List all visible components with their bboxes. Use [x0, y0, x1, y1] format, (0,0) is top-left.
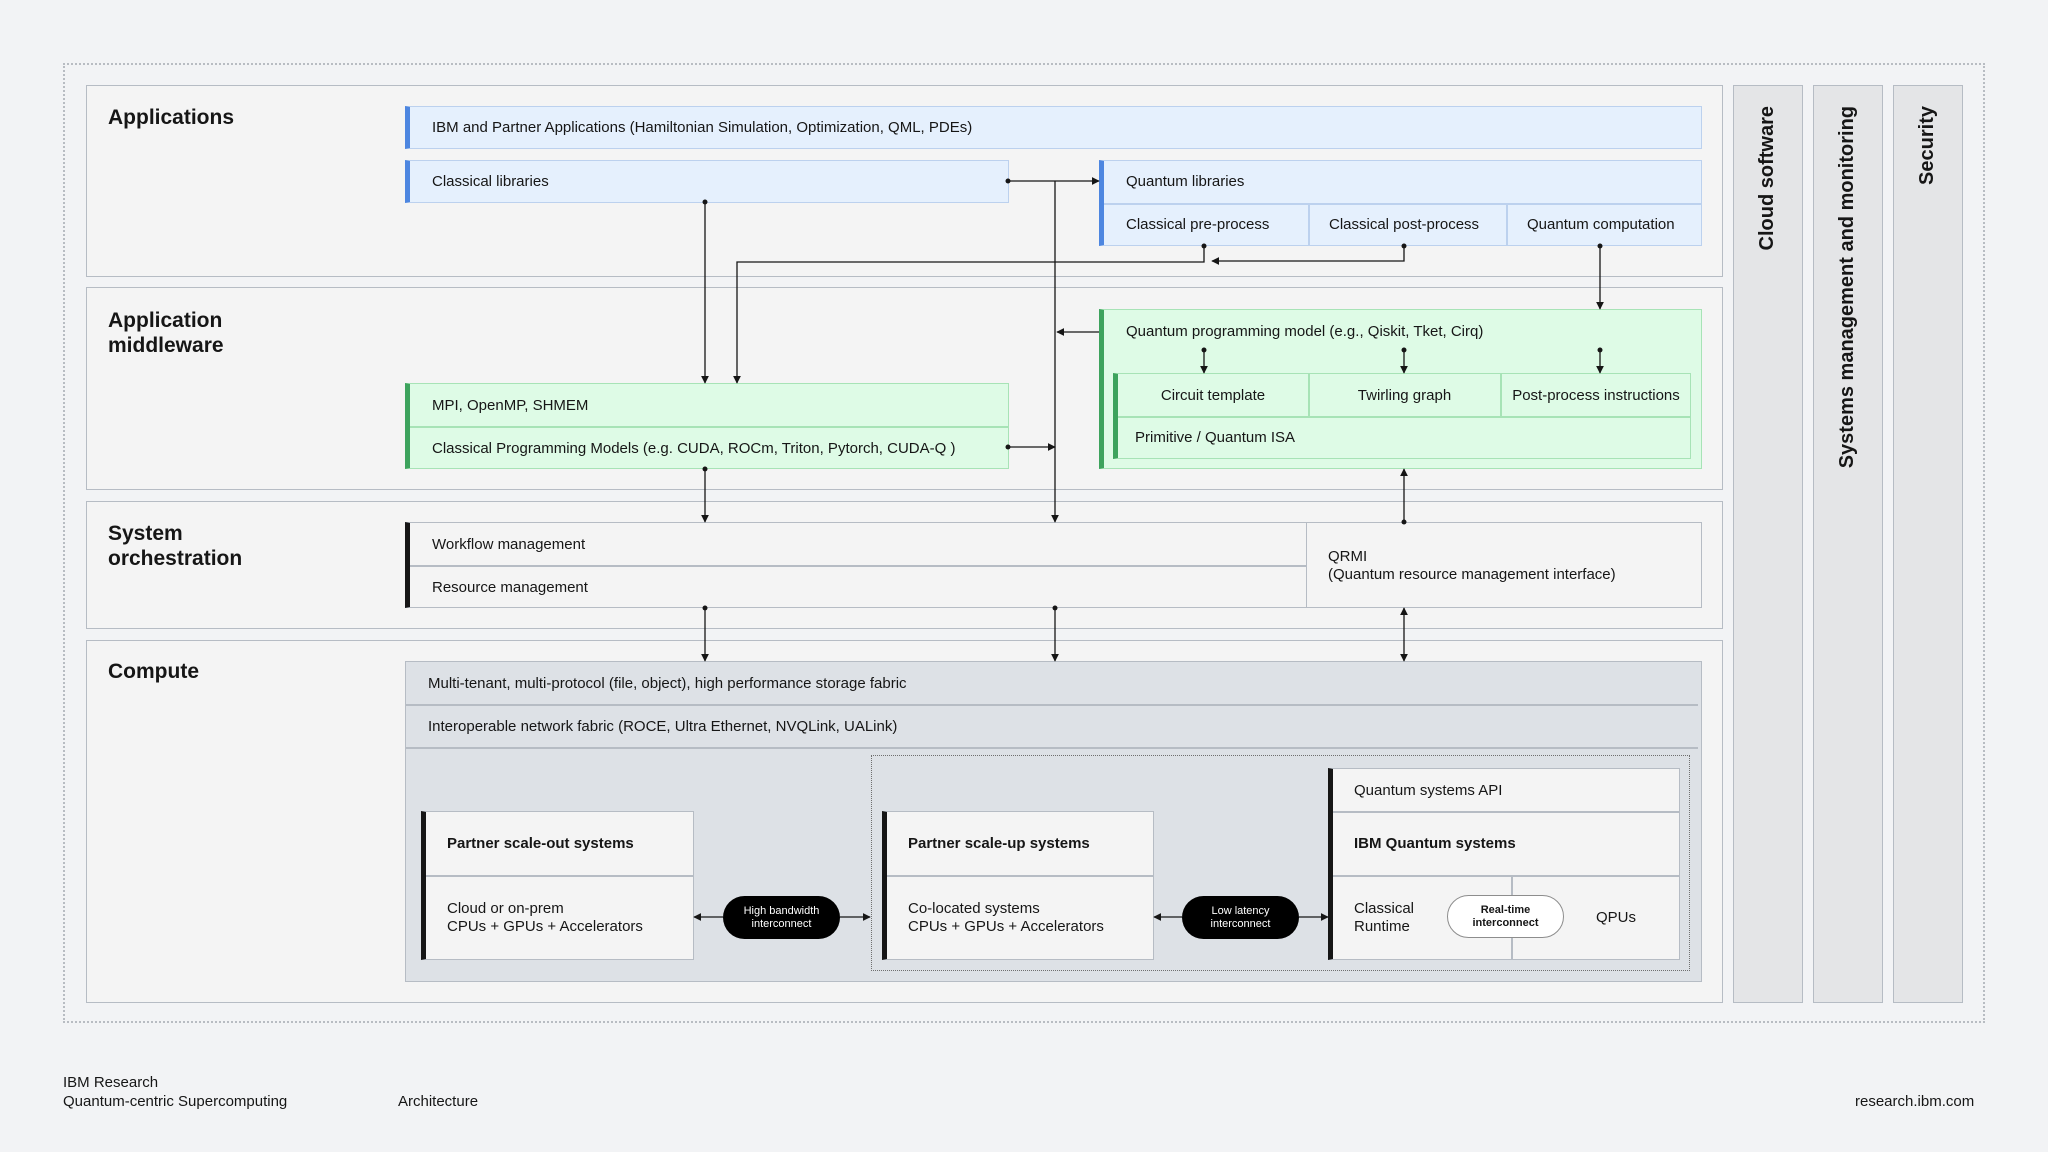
network-fabric-label: Interoperable network fabric (ROCE, Ultr…	[428, 718, 898, 735]
partner-scale-out-title: Partner scale-out systems	[447, 835, 634, 852]
circuit-template-label: Circuit template	[1160, 387, 1266, 404]
workflow-divider	[410, 565, 1308, 567]
scale-up-line-2: CPUs + GPUs + Accelerators	[908, 918, 1104, 935]
scale-up-divider	[887, 875, 1154, 877]
real-time-line-1: Real-time	[1480, 903, 1531, 916]
quantum-programming-model-label: Quantum programming model (e.g., Qiskit,…	[1126, 323, 1484, 340]
low-latency-line-2: interconnect	[1210, 917, 1271, 930]
dot-qpm-1	[1201, 347, 1207, 353]
classical-programming-divider	[410, 426, 1009, 428]
dot-classical-programming	[1005, 444, 1011, 450]
circuit-isa-sep-2	[1500, 374, 1502, 416]
quantum-libraries-divider	[1104, 203, 1702, 205]
ibm-partner-applications-box: IBM and Partner Applications (Hamiltonia…	[405, 106, 1702, 149]
dot-classical-libraries-right	[1005, 178, 1011, 184]
network-divider	[406, 747, 1698, 749]
scale-out-line-2: CPUs + GPUs + Accelerators	[447, 918, 643, 935]
mpi-label: MPI, OpenMP, SHMEM	[432, 397, 589, 414]
dot-pre-process	[1201, 243, 1207, 249]
middleware-layer-title: Application middleware	[108, 309, 224, 357]
footer-subtitle: Quantum-centric Supercomputing	[63, 1093, 288, 1110]
pre-process-connector	[733, 246, 1205, 384]
high-bandwidth-line-1: High bandwidth	[743, 904, 820, 917]
circuit-isa-sep-1	[1308, 374, 1310, 416]
partner-scale-up-box: Partner scale-up systems Co-located syst…	[882, 811, 1154, 960]
partner-scale-out-box: Partner scale-out systems Cloud or on-pr…	[421, 811, 694, 960]
classical-libraries-label: Classical libraries	[432, 173, 549, 190]
circuit-isa-box: Circuit template Twirling graph Post-pro…	[1113, 373, 1691, 459]
dot-classical-libraries	[702, 199, 708, 205]
classical-libraries-box: Classical libraries	[405, 160, 1009, 203]
classical-programming-models-label: Classical Programming Models (e.g. CUDA,…	[432, 440, 956, 457]
storage-fabric-label: Multi-tenant, multi-protocol (file, obje…	[428, 675, 907, 692]
dot-qpm-2	[1401, 347, 1407, 353]
qs-api-divider	[1333, 811, 1680, 813]
qrmi-box: QRMI (Quantum resource management interf…	[1306, 522, 1702, 608]
security-column: Security	[1893, 85, 1963, 1003]
outer-frame	[63, 63, 1985, 1023]
resource-management-label: Resource management	[432, 579, 588, 596]
quantum-systems-api-label: Quantum systems API	[1354, 782, 1503, 799]
storage-divider	[406, 704, 1698, 706]
partner-scale-up-title: Partner scale-up systems	[908, 835, 1090, 852]
ibm-partner-applications-label: IBM and Partner Applications (Hamiltonia…	[432, 119, 973, 136]
dot-workflow-bottom-mid	[1052, 605, 1058, 611]
footer-section: Architecture	[398, 1093, 479, 1110]
dot-quantum-computation	[1597, 243, 1603, 249]
scale-out-line-1: Cloud or on-prem	[447, 900, 564, 917]
quantum-libraries-box: Quantum libraries Classical pre-process …	[1099, 160, 1702, 246]
cloud-software-column: Cloud software	[1733, 85, 1803, 1003]
orchestration-layer-title: System orchestration	[108, 522, 243, 570]
quantum-region-frame	[871, 755, 1690, 971]
footer-url[interactable]: research.ibm.com	[1855, 1093, 1975, 1110]
dot-mpi-bottom	[702, 466, 708, 472]
high-bandwidth-line-2: interconnect	[751, 917, 812, 930]
quantum-libraries-label: Quantum libraries	[1126, 173, 1245, 190]
dot-workflow-bottom-left	[702, 605, 708, 611]
qrmi-description: (Quantum resource management interface)	[1328, 566, 1616, 583]
primitive-isa-label: Primitive / Quantum ISA	[1135, 429, 1296, 446]
classical-runtime-line-1: Classical	[1354, 900, 1415, 917]
scale-up-line-1: Co-located systems	[908, 900, 1040, 917]
quantum-libraries-sep-1	[1308, 203, 1310, 246]
compute-layer-title: Compute	[108, 660, 199, 683]
post-process-connector	[1211, 246, 1405, 265]
post-process-instructions-label: Post-process instructions	[1512, 387, 1680, 404]
classical-post-process-label: Classical post-process	[1329, 216, 1480, 233]
twirling-graph-label: Twirling graph	[1357, 387, 1452, 404]
ibm-quantum-divider	[1333, 875, 1680, 877]
circuit-isa-divider	[1118, 416, 1691, 418]
dot-qpm-3	[1597, 347, 1603, 353]
qrmi-label: QRMI	[1328, 548, 1368, 565]
real-time-line-2: interconnect	[1472, 916, 1539, 929]
classical-pre-process-label: Classical pre-process	[1126, 216, 1270, 233]
quantum-computation-label: Quantum computation	[1527, 216, 1675, 233]
quantum-libraries-sep-2	[1506, 203, 1508, 246]
low-latency-line-1: Low latency	[1211, 904, 1270, 917]
classical-runtime-line-2: Runtime	[1354, 918, 1410, 935]
dot-qrmi-top	[1401, 519, 1407, 525]
applications-layer-title: Applications	[108, 106, 235, 129]
footer-org: IBM Research	[63, 1074, 159, 1091]
workflow-resource-box: Workflow management Resource management	[405, 522, 1308, 608]
systems-management-column: Systems management and monitoring	[1813, 85, 1883, 1003]
scale-out-divider	[426, 875, 694, 877]
workflow-management-label: Workflow management	[432, 536, 586, 553]
ibm-quantum-systems-title: IBM Quantum systems	[1354, 835, 1516, 852]
qpus-label: QPUs	[1596, 909, 1637, 926]
dot-post-process	[1401, 243, 1407, 249]
